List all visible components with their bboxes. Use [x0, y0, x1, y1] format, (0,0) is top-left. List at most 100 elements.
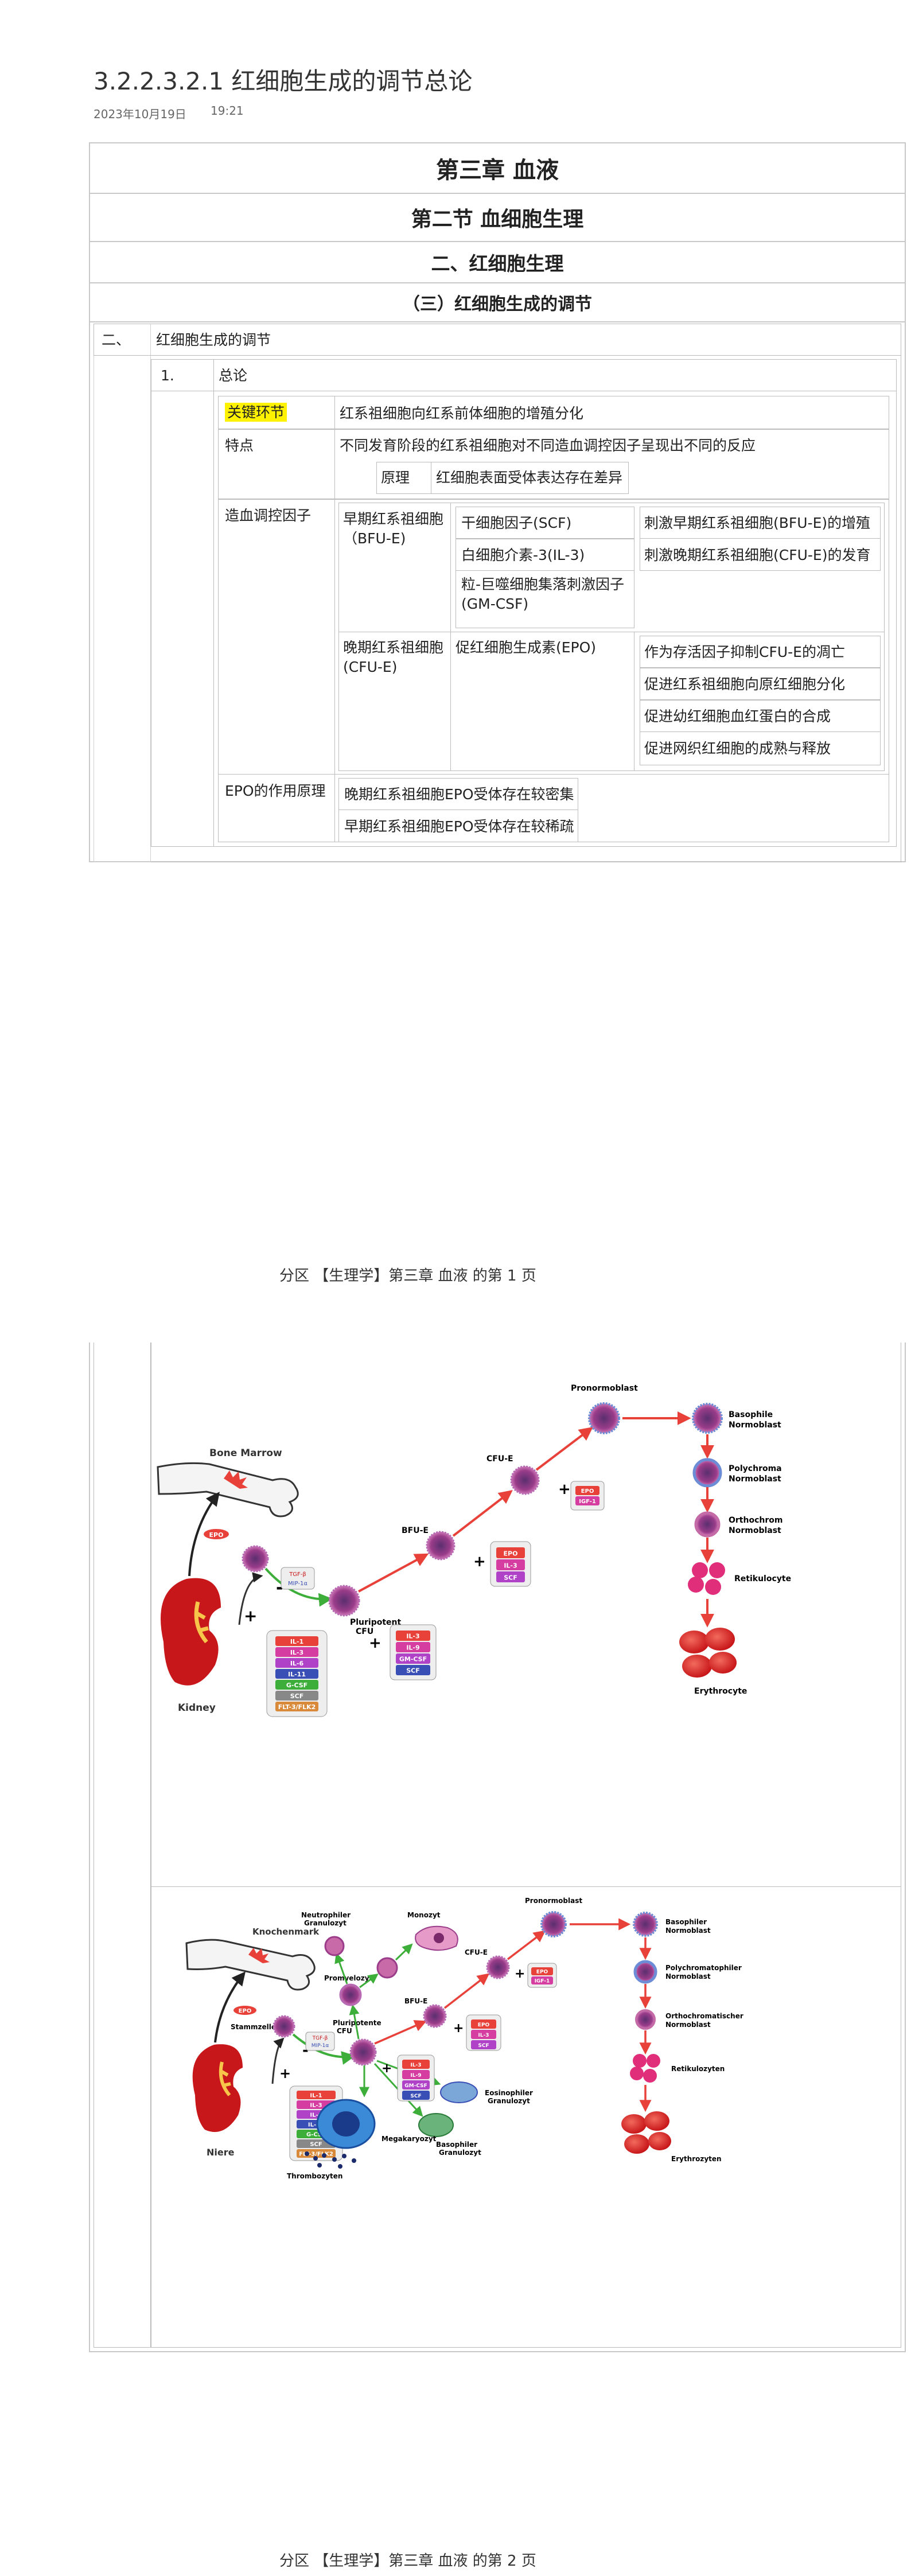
bone-icon-2	[185, 1939, 316, 1991]
outline-level-er-num-col	[94, 324, 151, 862]
basophiler-g-label-2: Granulozyt	[439, 2149, 481, 2157]
outline-level-1-title-row	[151, 359, 897, 391]
bfu-factor-tag-bg	[496, 1547, 525, 1558]
feature-value: 不同发育阶段的红系祖细胞对不同造血调控因子呈现出不同的反应	[340, 437, 756, 454]
section-header: 第二节 血细胞生理	[90, 194, 905, 242]
niere-label: Niere	[207, 2147, 235, 2158]
eosinophiler-cell	[440, 2081, 478, 2103]
cfu-factor-2-tag-bg	[402, 2060, 430, 2069]
late-stage-label: 晚期红系祖细胞(CFU-E)	[343, 639, 444, 675]
kidney-factor-tag-bg	[275, 1669, 318, 1679]
factors-label: 造血调控因子	[225, 507, 312, 524]
cfue-factor-tag-bg	[575, 1496, 599, 1505]
cfu-factor-2-tag-bg	[402, 2080, 430, 2089]
basophile-label-1: Basophile	[729, 1410, 773, 1419]
cfue-factor-2-tag-bg	[531, 1976, 553, 1984]
stem-cell	[242, 1545, 269, 1573]
basophiler-g-label-1: Basophiler	[436, 2141, 477, 2149]
cfu-factor-2-tag: IL-3	[410, 2063, 421, 2068]
late-effect-2-text: 促进红系祖细胞向原红细胞分化	[644, 676, 846, 692]
promyelozyt-cell	[339, 1983, 362, 2006]
bfu-e-label-2: BFU-E	[404, 1997, 427, 2005]
kidney-factor-2-tag: IL-11	[308, 2122, 324, 2128]
section-title: 第二节 血细胞生理	[411, 208, 584, 231]
key-step-label: 关键环节	[225, 403, 287, 422]
kidney-factor-tag: FLT-3/FLK2	[278, 1703, 316, 1711]
cfue-factor-2-tag-bg	[531, 1967, 553, 1975]
monozyt-label: Monozyt	[407, 1911, 441, 1919]
epo-principle-1	[338, 778, 578, 810]
bfu-e-cell-2	[423, 2004, 447, 2028]
kidney-factor-tag: IL-6	[290, 1660, 304, 1667]
inhib2-2: MIP-1α	[312, 2043, 329, 2049]
early-factor-2	[456, 539, 634, 571]
kidney-factor-2-tag: IL-1	[310, 2092, 322, 2099]
retikulocyte-cells	[688, 1562, 725, 1595]
kidney-factor-2-tag-bg	[297, 2091, 336, 2099]
polychromatophiler-label-1: Polychromatophiler	[665, 1964, 742, 1972]
outline-title-1: 总论	[219, 367, 248, 384]
early-factor-3-text: 粒-巨噬细胞集落刺激因子(GM-CSF)	[461, 576, 625, 612]
cfu-factor-tag: IL-9	[406, 1644, 419, 1652]
polychromatophiler-cell	[633, 1960, 657, 1984]
outline-page2	[89, 1343, 906, 2352]
neutrophiler-cell	[324, 1936, 345, 1956]
kidney-factor-tag: IL-11	[288, 1671, 306, 1678]
eosinophiler-label-1: Eosinophiler	[485, 2089, 533, 2097]
cfu-e-label: CFU-E	[486, 1454, 513, 1464]
key-step-value: 红系祖细胞向红系前体细胞的增殖分化	[340, 405, 584, 422]
late-effect-4-text: 促进网织红细胞的成熟与释放	[644, 740, 831, 757]
inhib-2: MIP-1α	[288, 1581, 307, 1587]
outline-page2-divider	[151, 1886, 901, 1887]
erythropoiesis-diagram-de: Knochenmark Niere EPO Stammzelle - TGF-β…	[185, 1897, 743, 2180]
pluripotente-cfu-cell	[349, 2038, 377, 2066]
retikulocyte-label: Retikulocyte	[734, 1574, 791, 1583]
bfu-factor-2-tag: SCF	[478, 2043, 489, 2049]
cfu-factor-2-tag: SCF	[410, 2094, 421, 2099]
neutrophiler-label-1: Neutrophiler	[301, 1911, 351, 1919]
pronormoblast-cell-2	[540, 1911, 567, 1937]
early-effect-1-text: 刺激早期红系祖细胞(BFU-E)的增殖	[644, 515, 871, 531]
kidney-factor-tag-bg	[275, 1647, 318, 1657]
eosinophiler-label-2: Granulozyt	[488, 2097, 530, 2105]
bfu-factor-2-tag: EPO	[478, 2022, 490, 2028]
plus-sign-4: +	[558, 1481, 571, 1498]
knochenmark-label: Knochenmark	[252, 1927, 320, 1937]
orthochromatischer-label-2: Normoblast	[665, 2021, 711, 2029]
chapter-title: 第三章 血液	[436, 157, 559, 184]
bfu-factor-tag: EPO	[504, 1550, 518, 1557]
pronormoblast-cell	[588, 1402, 620, 1434]
neutrophiler-label-2: Granulozyt	[304, 1919, 347, 1927]
outline-table-page1: 第三章 血液 第二节 血细胞生理 二、红细胞生理 （三）红细胞生成的调节	[89, 142, 906, 862]
principle-label-cell	[376, 462, 431, 494]
pronormoblast-label: Pronormoblast	[571, 1384, 638, 1393]
kidney-factor-2-tag: G-CSF	[306, 2131, 326, 2138]
kidney-icon-2	[192, 2044, 243, 2133]
inhib2-1: TGF-β	[312, 2036, 328, 2041]
kidney-factor-tag-bg	[275, 1680, 318, 1690]
polychroma-label-1: Polychroma	[729, 1464, 782, 1473]
early-effect-2-text: 刺激晚期红系祖细胞(CFU-E)的发育	[644, 547, 871, 563]
retikulozyten-cells	[630, 2054, 660, 2083]
early-effect-1	[640, 507, 881, 539]
cfu-factor-2-tag: GM-CSF	[404, 2083, 427, 2089]
plus-sign-2-3: +	[453, 2021, 464, 2036]
note-time: 19:21	[211, 104, 244, 118]
cfu-e-cell-2	[486, 1955, 510, 1979]
basophiler-granulozyt-cell	[418, 2113, 454, 2137]
chapter-header: 第三章 血液	[90, 143, 905, 194]
orthochromatischer-cell	[635, 2009, 656, 2030]
outline-level-er-title-row	[94, 324, 901, 356]
bfu-factor-2-tag: IL-3	[478, 2033, 489, 2038]
bfu-factor-tag-bg	[496, 1571, 525, 1582]
plus-sign-2-2: +	[381, 2061, 392, 2076]
polychroma-label-2: Normoblast	[729, 1474, 781, 1484]
kidney-factor-2-tag: IL-6	[310, 2112, 322, 2118]
early-factor-2-text: 白细胞介素-3(IL-3)	[461, 547, 585, 563]
outline-num-er: 二、	[102, 332, 131, 348]
orthochromatischer-label-1: Orthochromatischer	[665, 2012, 743, 2020]
monoblast-cell	[376, 1957, 398, 1979]
outline-title-er: 红细胞生成的调节	[156, 332, 271, 348]
stem-cell-2	[272, 2015, 295, 2038]
promyelozyt-label: Promyelozyt	[324, 1974, 373, 1982]
